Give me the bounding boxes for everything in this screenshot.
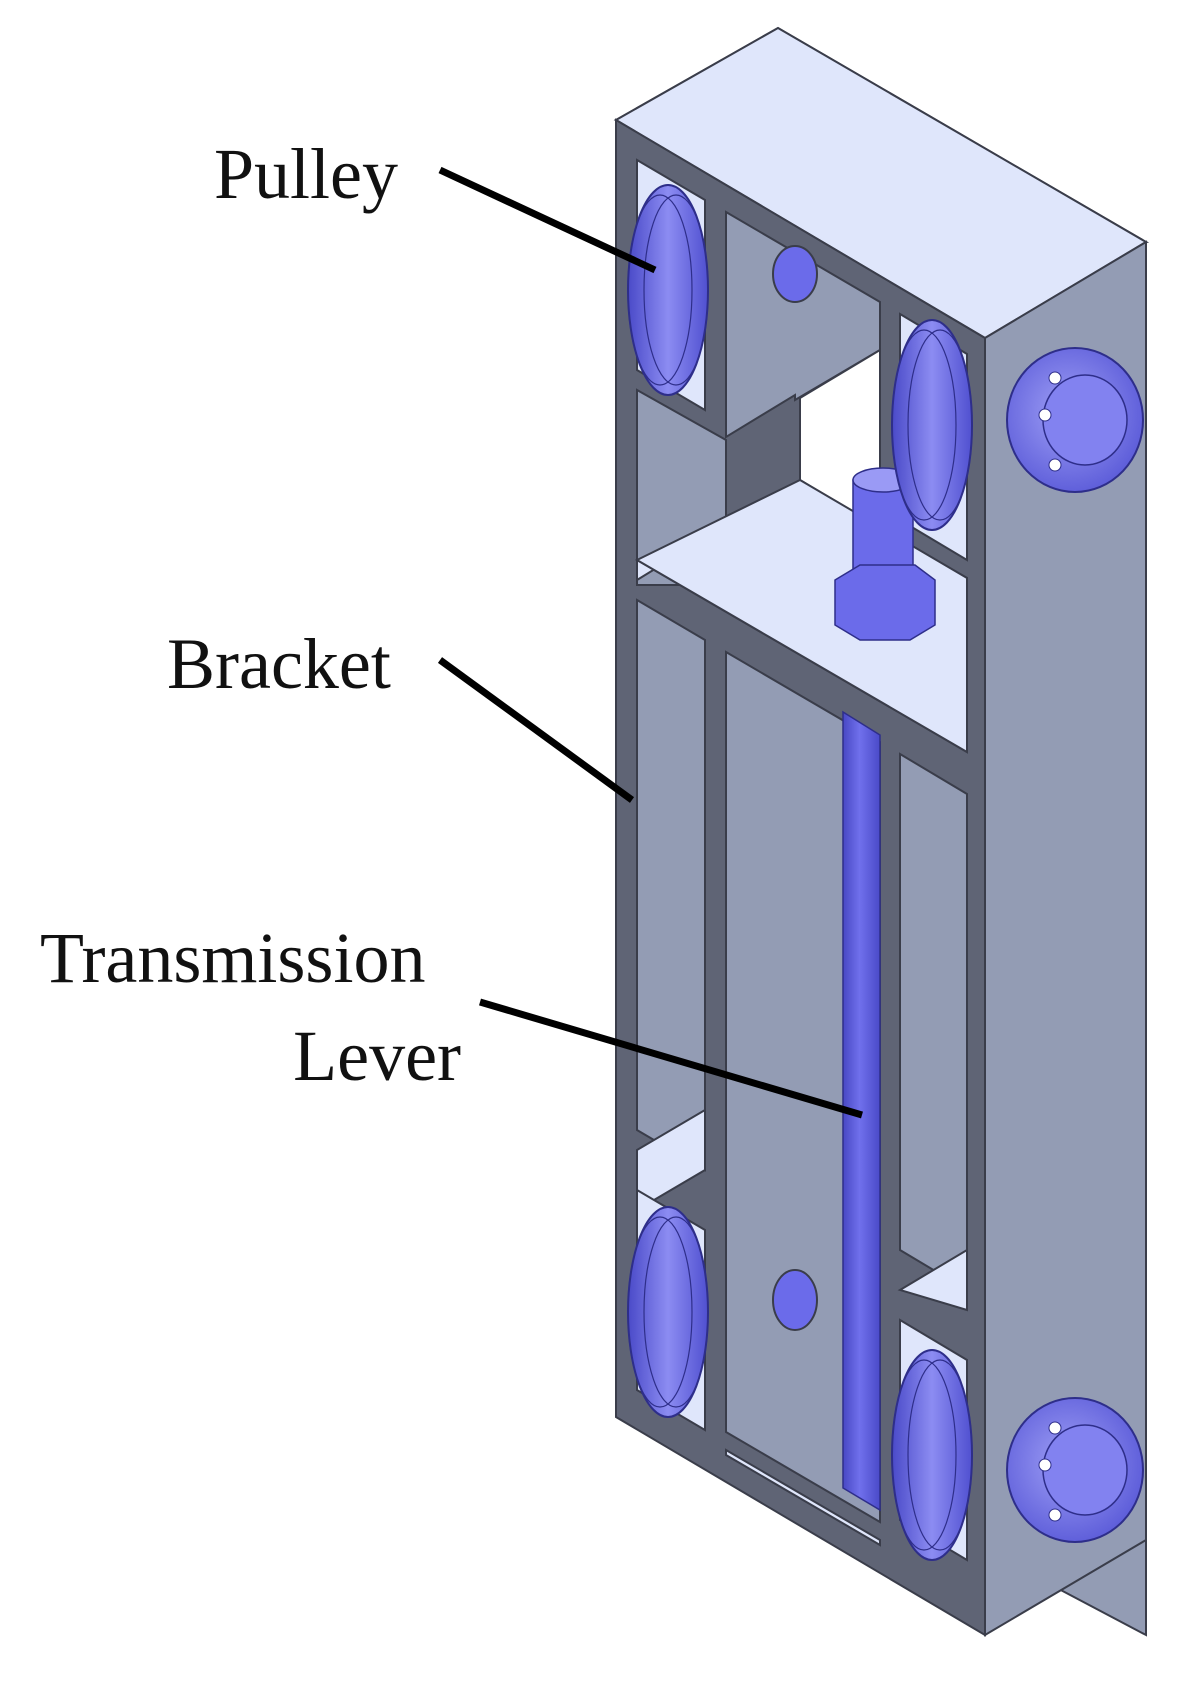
label-lever: Lever [293, 1016, 461, 1096]
label-transmission: Transmission [40, 918, 426, 998]
pulley-lower-right [891, 1349, 973, 1561]
hole-upper [772, 245, 818, 303]
leader-pulley [438, 166, 657, 274]
flange-lower [1006, 1397, 1144, 1543]
label-bracket: Bracket [167, 624, 391, 704]
pocket-center-long [725, 650, 881, 1524]
pulley-lower-left [627, 1206, 709, 1418]
center-bottom-opening [725, 1448, 881, 1547]
hole-lower [772, 1269, 818, 1331]
pulley-upper-right [891, 319, 973, 531]
flange-upper [1006, 347, 1144, 493]
shaft-nut [834, 467, 936, 641]
pocket-right-long [899, 752, 968, 1292]
label-pulley: Pulley [214, 134, 399, 214]
lower-right-shelf [897, 1248, 968, 1312]
pocket-lower-left-long [636, 598, 706, 1172]
leader-bracket [437, 657, 635, 803]
pulley-upper-left [627, 184, 709, 396]
leader-transmission-lever [479, 998, 863, 1119]
inner-block-upper-middle [725, 210, 881, 439]
transmission-lever-rod [842, 710, 881, 1512]
